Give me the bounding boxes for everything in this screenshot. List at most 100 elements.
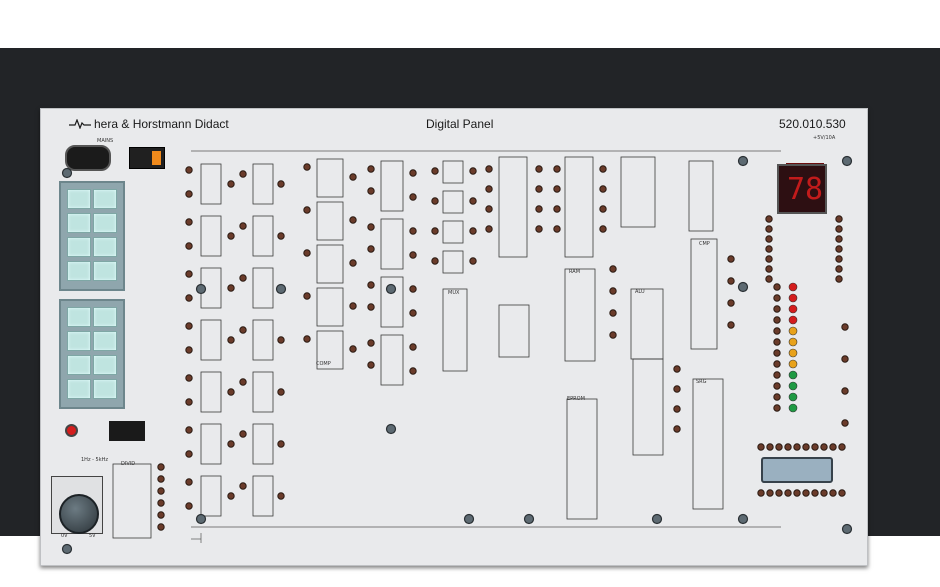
banana-jack[interactable] [835, 215, 843, 223]
banana-jack[interactable] [765, 215, 773, 223]
banana-jack[interactable] [277, 492, 285, 500]
banana-jack[interactable] [835, 255, 843, 263]
banana-jack[interactable] [553, 185, 561, 193]
toggle-key[interactable] [67, 331, 91, 351]
banana-jack[interactable] [157, 511, 165, 519]
banana-jack[interactable] [431, 197, 439, 205]
banana-jack[interactable] [431, 167, 439, 175]
banana-jack[interactable] [349, 216, 357, 224]
banana-jack[interactable] [485, 205, 493, 213]
banana-jack[interactable] [227, 336, 235, 344]
banana-jack[interactable] [766, 443, 774, 451]
banana-jack[interactable] [239, 326, 247, 334]
banana-jack[interactable] [535, 165, 543, 173]
banana-jack[interactable] [841, 387, 849, 395]
banana-jack[interactable] [820, 489, 828, 497]
banana-jack[interactable] [599, 225, 607, 233]
banana-jack[interactable] [227, 180, 235, 188]
banana-jack[interactable] [765, 245, 773, 253]
banana-jack[interactable] [765, 255, 773, 263]
banana-jack[interactable] [765, 265, 773, 273]
toggle-key[interactable] [67, 213, 91, 233]
banana-jack[interactable] [185, 398, 193, 406]
banana-jack[interactable] [553, 205, 561, 213]
banana-jack[interactable] [609, 309, 617, 317]
banana-jack[interactable] [765, 275, 773, 283]
banana-jack[interactable] [469, 227, 477, 235]
banana-jack[interactable] [535, 205, 543, 213]
power-switch[interactable] [129, 147, 165, 169]
banana-jack[interactable] [185, 426, 193, 434]
banana-jack[interactable] [609, 331, 617, 339]
banana-jack[interactable] [303, 335, 311, 343]
banana-jack[interactable] [727, 321, 735, 329]
banana-jack[interactable] [185, 346, 193, 354]
banana-jack[interactable] [835, 245, 843, 253]
banana-jack[interactable] [409, 169, 417, 177]
toggle-key[interactable] [67, 261, 91, 281]
potentiometer-knob[interactable] [59, 494, 99, 534]
banana-jack[interactable] [727, 255, 735, 263]
banana-jack[interactable] [784, 443, 792, 451]
banana-jack[interactable] [773, 283, 781, 291]
banana-jack[interactable] [485, 225, 493, 233]
toggle-key[interactable] [67, 307, 91, 327]
banana-jack[interactable] [793, 443, 801, 451]
banana-jack[interactable] [757, 443, 765, 451]
banana-jack[interactable] [727, 299, 735, 307]
banana-jack[interactable] [185, 190, 193, 198]
banana-jack[interactable] [367, 281, 375, 289]
toggle-key[interactable] [67, 237, 91, 257]
mini-switch-block[interactable] [109, 421, 145, 441]
mains-socket[interactable] [65, 145, 111, 171]
banana-jack[interactable] [775, 489, 783, 497]
banana-jack[interactable] [838, 443, 846, 451]
banana-jack[interactable] [185, 242, 193, 250]
banana-jack[interactable] [599, 165, 607, 173]
banana-jack[interactable] [784, 489, 792, 497]
banana-jack[interactable] [409, 367, 417, 375]
toggle-key[interactable] [67, 355, 91, 375]
banana-jack[interactable] [277, 388, 285, 396]
banana-jack[interactable] [349, 259, 357, 267]
banana-jack[interactable] [469, 197, 477, 205]
banana-jack[interactable] [773, 349, 781, 357]
banana-jack[interactable] [239, 430, 247, 438]
banana-jack[interactable] [535, 185, 543, 193]
sub-d-connector[interactable] [761, 457, 833, 483]
banana-jack[interactable] [829, 443, 837, 451]
banana-jack[interactable] [239, 222, 247, 230]
banana-jack[interactable] [277, 232, 285, 240]
banana-jack[interactable] [766, 489, 774, 497]
banana-jack[interactable] [599, 185, 607, 193]
banana-jack[interactable] [835, 225, 843, 233]
banana-jack[interactable] [820, 443, 828, 451]
banana-jack[interactable] [185, 166, 193, 174]
banana-jack[interactable] [599, 205, 607, 213]
toggle-key[interactable] [93, 213, 117, 233]
banana-jack[interactable] [485, 185, 493, 193]
banana-jack[interactable] [673, 385, 681, 393]
banana-jack[interactable] [227, 440, 235, 448]
banana-jack[interactable] [227, 388, 235, 396]
banana-jack[interactable] [553, 225, 561, 233]
banana-jack[interactable] [793, 489, 801, 497]
banana-jack[interactable] [239, 274, 247, 282]
banana-jack[interactable] [841, 355, 849, 363]
banana-jack[interactable] [349, 173, 357, 181]
banana-jack[interactable] [841, 419, 849, 427]
banana-jack[interactable] [838, 489, 846, 497]
banana-jack[interactable] [773, 327, 781, 335]
banana-jack[interactable] [553, 165, 561, 173]
banana-jack[interactable] [303, 249, 311, 257]
banana-jack[interactable] [773, 360, 781, 368]
banana-jack[interactable] [239, 170, 247, 178]
banana-jack[interactable] [367, 339, 375, 347]
banana-jack[interactable] [367, 361, 375, 369]
banana-jack[interactable] [367, 303, 375, 311]
banana-jack[interactable] [367, 223, 375, 231]
banana-jack[interactable] [535, 225, 543, 233]
banana-jack[interactable] [773, 382, 781, 390]
banana-jack[interactable] [277, 180, 285, 188]
toggle-key[interactable] [93, 379, 117, 399]
